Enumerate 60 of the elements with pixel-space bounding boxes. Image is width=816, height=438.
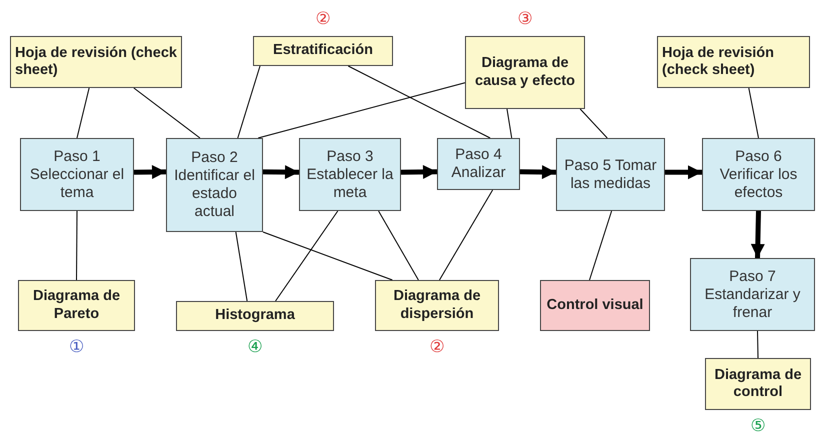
connector-line (748, 88, 759, 138)
connector-line (258, 82, 466, 138)
process-step-box (556, 138, 665, 211)
tool-box (375, 280, 499, 331)
arrow (750, 210, 765, 258)
connector-line (589, 210, 612, 280)
box-text: Paso 1 Seleccionar el tema (28, 148, 126, 202)
connector-line (237, 66, 260, 138)
box-text: Paso 2 Identificar el estado actual (173, 149, 256, 221)
connector-line (378, 210, 419, 280)
circled-number: ② (314, 8, 332, 29)
arrow (134, 165, 166, 180)
connector-line (438, 190, 494, 280)
box-text: Paso 5 Tomar las medidas (563, 156, 658, 192)
arrow (520, 165, 556, 180)
tool-box (10, 36, 182, 88)
circled-number: ⑤ (750, 415, 766, 436)
arrow (262, 165, 300, 180)
connector-line (275, 210, 338, 302)
tool-box (176, 301, 334, 331)
connector-line (348, 66, 491, 138)
process-step-box (702, 138, 815, 211)
box-text: Paso 3 Establecer la meta (306, 148, 394, 202)
process-step-box (166, 138, 263, 232)
circled-number: ③ (516, 8, 534, 29)
circled-number: ④ (246, 336, 264, 357)
tool-box (465, 36, 585, 109)
tool-box (18, 280, 135, 331)
tool-box (657, 36, 810, 88)
connector-line (506, 108, 512, 138)
box-text: Hoja de revisión (check sheet) (661, 44, 776, 80)
connector-line (76, 210, 78, 280)
box-text: Paso 4 Analizar (450, 146, 507, 182)
tool-box (253, 36, 393, 66)
box-text: Diagrama de Pareto (32, 288, 122, 323)
connector-line (757, 330, 758, 358)
circled-number: ② (428, 336, 446, 357)
connector-line (262, 232, 393, 280)
circled-number: ① (68, 336, 85, 357)
box-text: Control visual (546, 296, 644, 314)
box-text: Paso 6 Verificar los efectos (718, 148, 798, 202)
box-text: Hoja de revisión (check sheet) (14, 44, 178, 80)
connector-line (76, 88, 90, 138)
tool-box (705, 358, 811, 410)
box-text: Diagrama de control (713, 366, 803, 402)
box-text: Paso 7 Estandarizar y frenar (704, 268, 802, 322)
box-text: Diagrama de dispersión (392, 288, 482, 323)
box-text: Diagrama de causa y efecto (474, 55, 576, 90)
box-text: Estratificación (272, 42, 374, 60)
process-step-box (690, 258, 815, 331)
arrow (400, 165, 438, 179)
connector-line (133, 88, 200, 138)
connector-line (580, 108, 608, 138)
process-step-box (437, 138, 520, 190)
process-step-box (299, 138, 401, 211)
tool-box (540, 280, 650, 331)
box-text: Histograma (214, 307, 296, 325)
process-step-box (20, 138, 134, 211)
arrow (665, 165, 702, 180)
connector-line (235, 232, 248, 302)
